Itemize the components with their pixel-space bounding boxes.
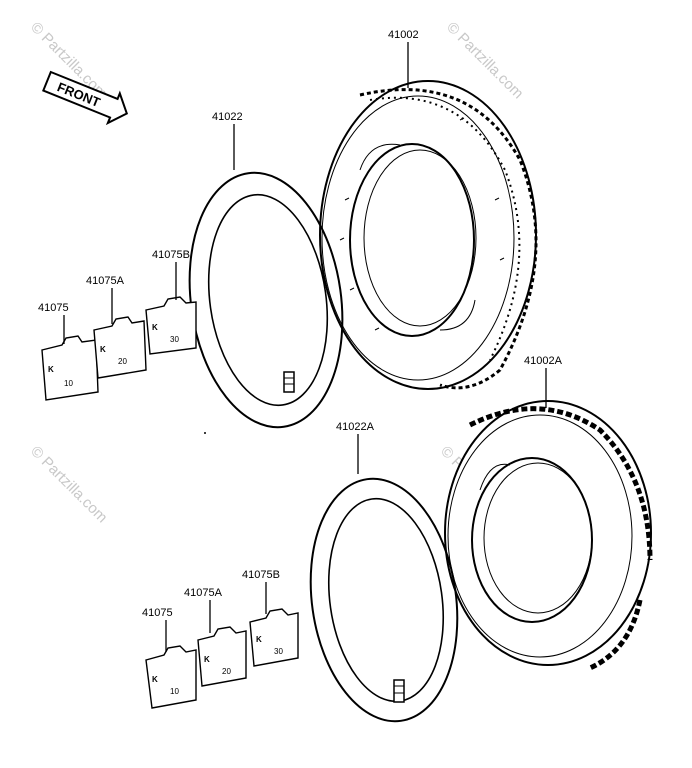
callout-tube-rear: 41022A [336, 421, 375, 433]
callout-weight-a-top: 41075 [38, 302, 69, 314]
weight-logo: K [204, 655, 210, 664]
weight-20-top[interactable]: K 20 [93, 316, 147, 379]
weight-logo: K [256, 635, 262, 644]
weight-10-bottom[interactable]: K 10 [145, 645, 197, 709]
tire-rear[interactable] [444, 400, 653, 671]
tire-front[interactable] [319, 80, 538, 390]
weight-logo: K [100, 345, 106, 354]
weight-value: 10 [64, 379, 73, 388]
weight-value: 20 [222, 667, 231, 676]
weight-10-top[interactable]: K 10 [41, 335, 99, 401]
callout-labels: 41002 41022 41002A 41022A 41075B 41075A … [38, 29, 563, 619]
weight-20-bottom[interactable]: K 20 [197, 626, 247, 687]
weight-logo: K [152, 675, 158, 684]
weight-30-bottom[interactable]: K 30 [249, 608, 299, 667]
callout-tube-front: 41022 [212, 111, 243, 123]
leader-lines [63, 42, 547, 652]
watermark-bottom-left: © Partzilla.com [27, 443, 110, 526]
tube-rear[interactable] [296, 469, 473, 731]
weight-value: 30 [170, 335, 179, 344]
valve-stem-icon [393, 679, 405, 703]
weight-value: 10 [170, 687, 179, 696]
callout-weight-a-bottom: 41075 [142, 607, 173, 619]
weight-30-top[interactable]: K 30 [145, 296, 197, 355]
callout-tire-front: 41002 [388, 29, 419, 41]
weight-value: 20 [118, 357, 127, 366]
valve-stem-icon [283, 371, 295, 393]
weight-logo: K [48, 365, 54, 374]
weight-logo: K [152, 323, 158, 332]
callout-tire-rear: 41002A [524, 355, 563, 367]
speck [204, 432, 206, 434]
weight-value: 30 [274, 647, 283, 656]
callout-weight-c-top: 41075B [152, 249, 190, 261]
callout-weight-c-bottom: 41075B [242, 569, 280, 581]
callout-weight-b-bottom: 41075A [184, 587, 223, 599]
callout-weight-b-top: 41075A [86, 275, 125, 287]
